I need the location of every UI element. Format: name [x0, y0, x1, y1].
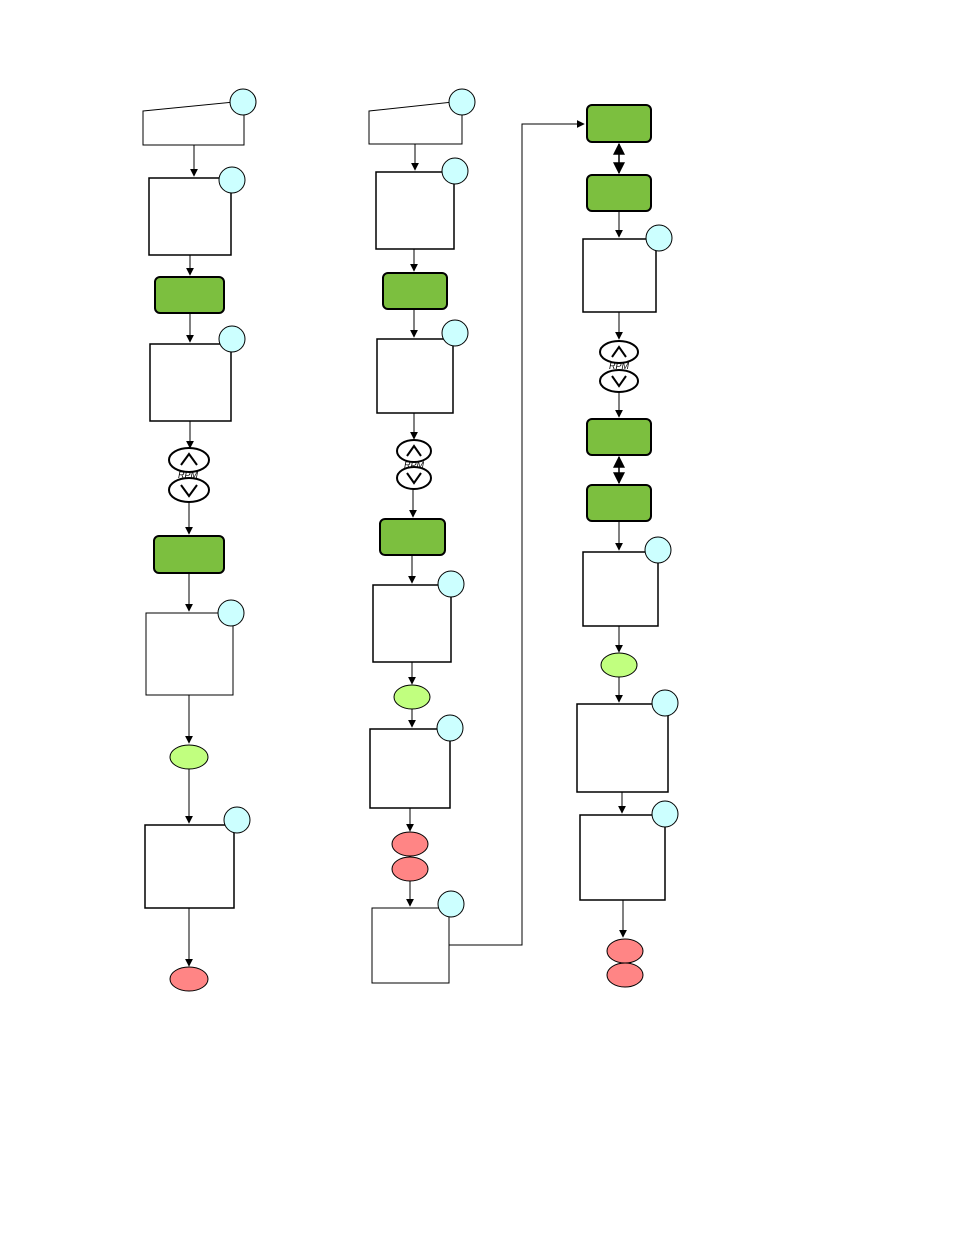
rpm-down-key[interactable] [168, 477, 210, 503]
flow-column-3: RPM [576, 104, 679, 988]
display-box [145, 612, 234, 696]
rpm-arrow-keys[interactable]: RPM [396, 439, 432, 490]
display-box [582, 238, 657, 313]
chevron-down-icon [406, 472, 422, 485]
rpm-label: RPM [404, 460, 425, 470]
step-marker [644, 536, 672, 564]
rpm-up-key[interactable] [599, 340, 639, 364]
red-indicator [391, 856, 429, 882]
display-box [372, 584, 452, 663]
display-box [371, 907, 450, 984]
display-box [375, 171, 455, 250]
rpm-up-key[interactable] [168, 447, 210, 473]
display-box [144, 824, 235, 909]
step-marker [651, 800, 679, 828]
green-key[interactable] [586, 418, 652, 456]
display-box [576, 703, 669, 793]
green-key[interactable] [586, 484, 652, 522]
chevron-down-icon [611, 375, 627, 388]
step-marker [441, 157, 469, 185]
rpm-label: RPM [609, 361, 630, 371]
step-marker [436, 714, 464, 742]
light-green-indicator [169, 744, 209, 770]
step-marker [437, 890, 465, 918]
step-marker [229, 88, 257, 116]
display-box [149, 343, 232, 422]
chevron-up-icon [611, 345, 627, 358]
red-indicator [606, 938, 644, 964]
light-green-indicator [600, 652, 638, 678]
chevron-up-icon [406, 444, 422, 457]
green-key[interactable] [586, 104, 652, 143]
step-marker [223, 806, 251, 834]
chevron-down-icon [180, 484, 198, 498]
flow-column-1: RPM [142, 88, 257, 992]
display-box [582, 551, 659, 627]
red-indicator [606, 962, 644, 988]
step-marker [448, 88, 476, 116]
display-box [148, 177, 232, 256]
step-marker [645, 224, 673, 252]
display-box [579, 814, 666, 901]
connector-to-column-3 [449, 120, 585, 946]
rpm-label: RPM [178, 470, 199, 480]
step-marker [217, 599, 245, 627]
step-marker [218, 166, 246, 194]
manual-input-shape [142, 100, 245, 146]
red-indicator [169, 966, 209, 992]
green-key[interactable] [586, 174, 652, 212]
red-indicator [391, 831, 429, 857]
flow-column-2: RPM [368, 88, 476, 984]
rpm-down-key[interactable] [599, 369, 639, 393]
step-marker [441, 319, 469, 347]
green-key[interactable] [153, 535, 225, 574]
step-marker [651, 689, 679, 717]
step-marker [437, 570, 465, 598]
green-key[interactable] [379, 518, 446, 556]
display-box [376, 338, 454, 414]
rpm-arrow-keys[interactable]: RPM [168, 447, 210, 503]
green-key[interactable] [154, 276, 225, 314]
step-marker [218, 325, 246, 353]
manual-input-shape [368, 100, 463, 145]
rpm-arrow-keys[interactable]: RPM [599, 340, 639, 393]
rpm-down-key[interactable] [396, 466, 432, 490]
rpm-up-key[interactable] [396, 439, 432, 463]
display-box [369, 728, 451, 809]
chevron-up-icon [180, 452, 198, 466]
green-key[interactable] [382, 272, 448, 310]
light-green-indicator [393, 684, 431, 710]
